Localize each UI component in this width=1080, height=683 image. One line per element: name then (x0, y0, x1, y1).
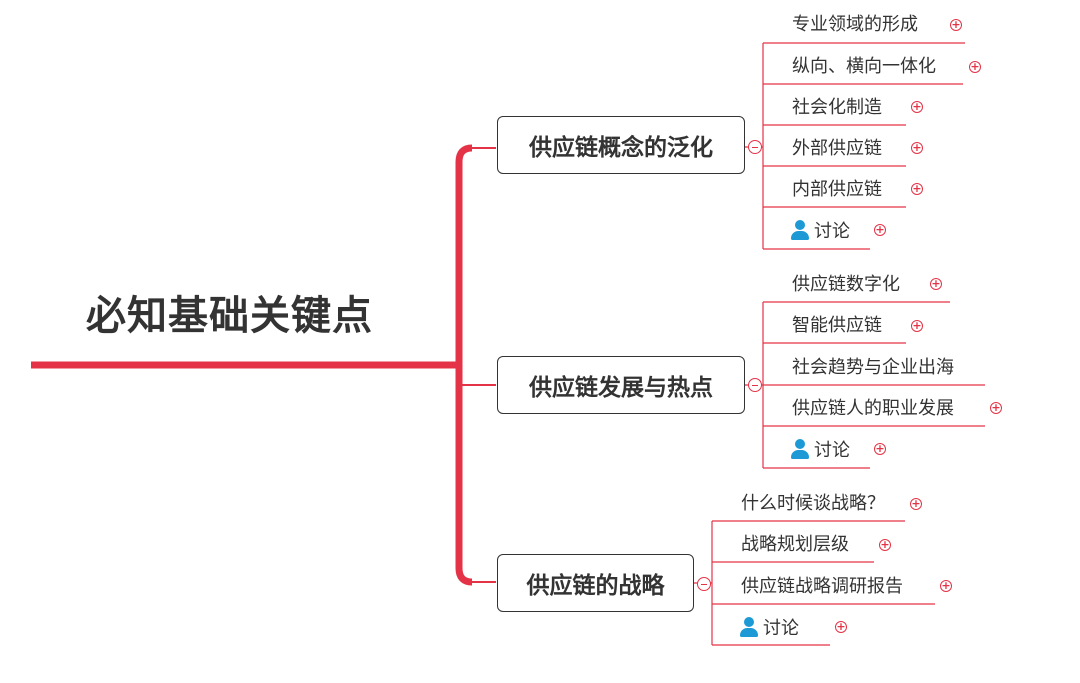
person-icon (739, 617, 759, 637)
expand-icon[interactable]: + (911, 100, 923, 113)
leaf-topic[interactable]: 战略规划层级 (741, 534, 849, 555)
leaf-topic[interactable]: 纵向、横向一体化 (792, 56, 936, 77)
leaf-topic[interactable]: 社会趋势与企业出海 (792, 357, 954, 378)
expand-icon[interactable]: + (969, 60, 981, 73)
branch-topic-strategy[interactable]: 供应链的战略 (497, 554, 694, 612)
leaf-topic-discussion[interactable]: 讨论 (790, 439, 850, 462)
leaf-topic[interactable]: 社会化制造 (792, 97, 882, 118)
leaf-topic[interactable]: 专业领域的形成 (792, 14, 918, 35)
leaf-label: 讨论 (814, 440, 850, 461)
leaf-label: 讨论 (763, 618, 799, 639)
leaf-topic[interactable]: 智能供应链 (792, 315, 882, 336)
branch-topic-concept[interactable]: 供应链概念的泛化 (497, 116, 745, 174)
expand-icon[interactable]: + (950, 18, 962, 31)
leaf-topic[interactable]: 什么时候谈战略？ (741, 493, 885, 514)
expand-icon[interactable]: + (835, 620, 847, 633)
leaf-label: 讨论 (814, 221, 850, 242)
leaf-topic-discussion[interactable]: 讨论 (790, 220, 850, 243)
collapse-icon[interactable] (748, 378, 762, 392)
leaf-topic[interactable]: 供应链数字化 (792, 274, 900, 295)
branch-topic-development[interactable]: 供应链发展与热点 (497, 356, 745, 414)
person-icon (790, 220, 810, 240)
leaf-topic[interactable]: 供应链人的职业发展 (792, 398, 954, 419)
expand-icon[interactable]: + (930, 277, 942, 290)
person-icon (790, 439, 810, 459)
expand-icon[interactable]: + (940, 579, 952, 592)
expand-icon[interactable]: + (874, 442, 886, 455)
collapse-icon[interactable] (748, 140, 762, 154)
expand-icon[interactable]: + (910, 497, 922, 510)
leaf-topic-discussion[interactable]: 讨论 (739, 617, 799, 640)
root-topic[interactable]: 必知基础关键点 (86, 293, 373, 339)
leaf-topic[interactable]: 供应链战略调研报告 (741, 576, 903, 597)
expand-icon[interactable]: + (874, 223, 886, 236)
leaf-topic[interactable]: 内部供应链 (792, 179, 882, 200)
expand-icon[interactable]: + (911, 182, 923, 195)
expand-icon[interactable]: + (911, 319, 923, 332)
leaf-topic[interactable]: 外部供应链 (792, 138, 882, 159)
expand-icon[interactable]: + (879, 538, 891, 551)
expand-icon[interactable]: + (911, 141, 923, 154)
collapse-icon[interactable] (697, 577, 711, 591)
expand-icon[interactable]: + (990, 401, 1002, 414)
